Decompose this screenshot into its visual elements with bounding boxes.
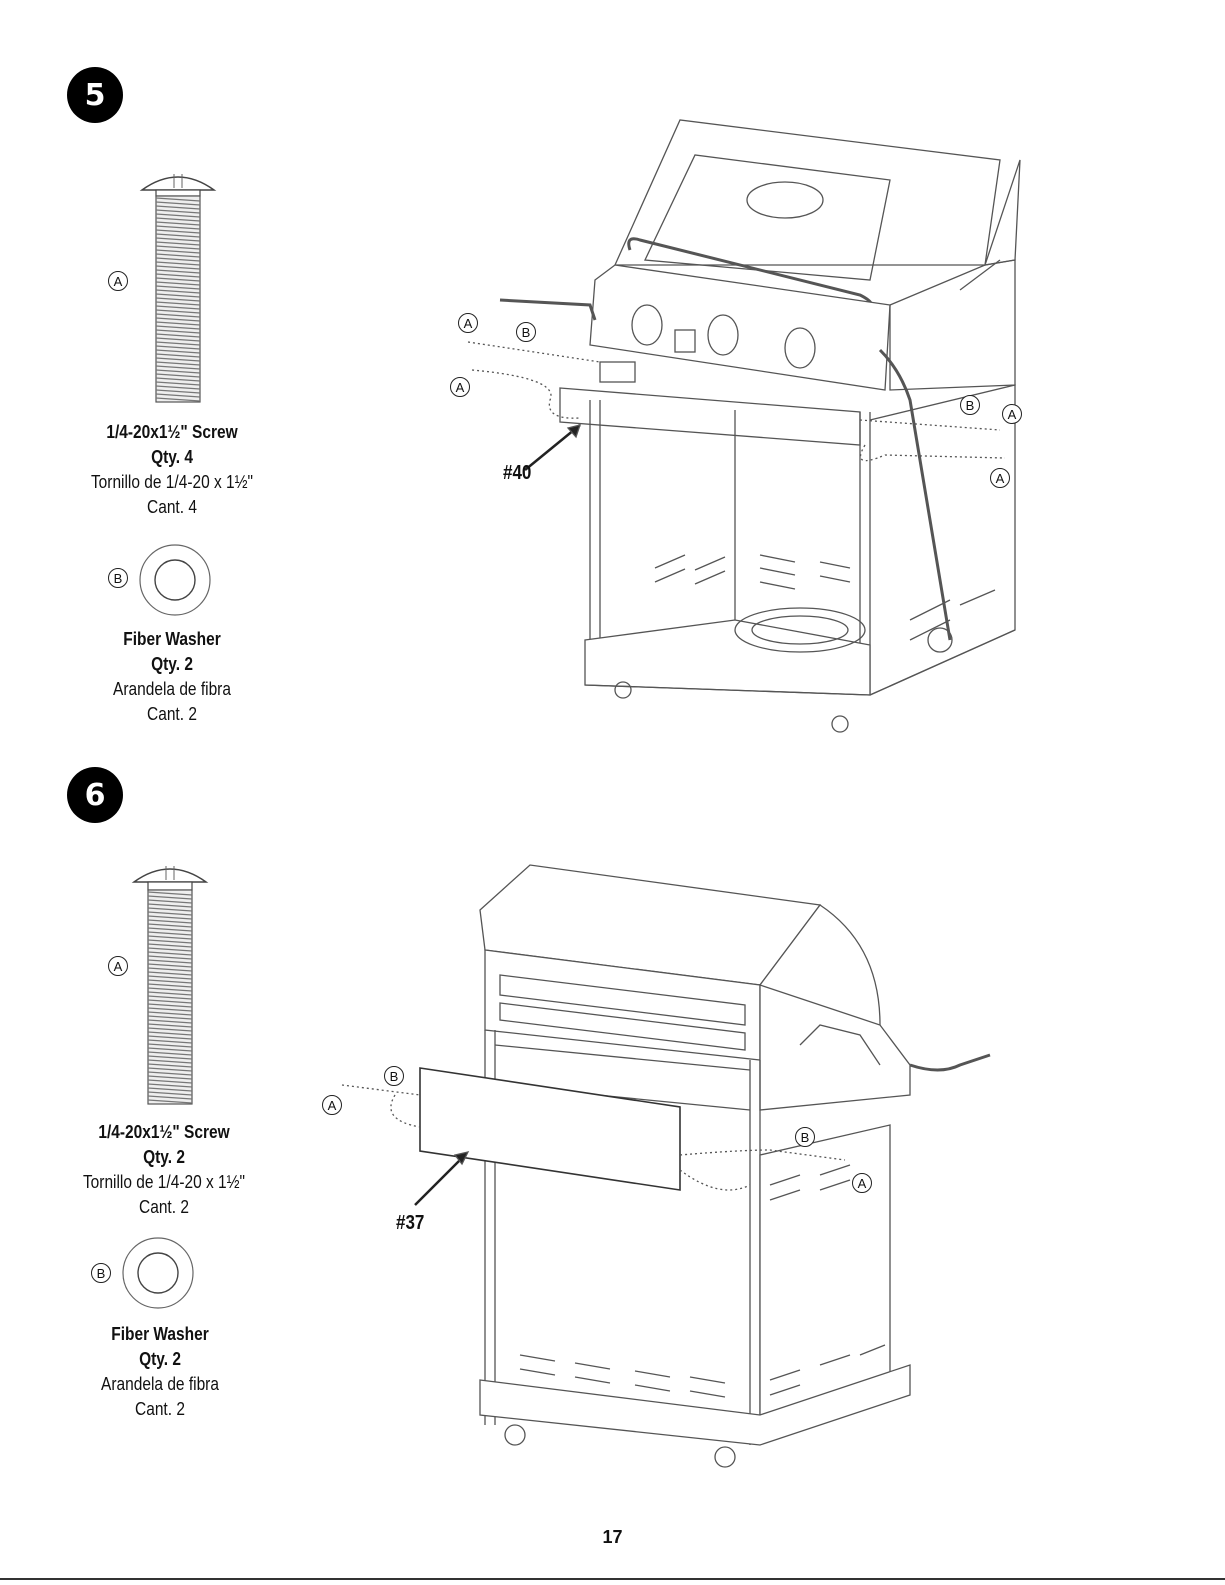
screw-caption-step6: 1/4-20x1½" Screw Qty. 2 Tornillo de 1/4-… [52, 1120, 276, 1220]
diagram6-label-b-left: B [384, 1066, 404, 1086]
washer-b-illustration-step6 [121, 1236, 195, 1310]
washer-caption-step5: Fiber Washer Qty. 2 Arandela de fibra Ca… [60, 627, 284, 727]
screw-qty-en: Qty. 2 [52, 1145, 276, 1170]
screw-qty-es: Cant. 2 [52, 1195, 276, 1220]
screw-name-es: Tornillo de 1/4-20 x 1½" [52, 1170, 276, 1195]
screw-qty-es: Cant. 4 [60, 495, 284, 520]
footer-rule [0, 1578, 1225, 1580]
part-a-letter-step5: A [108, 271, 128, 291]
diagram5-label-a-right-bottom: A [990, 468, 1010, 488]
washer-b-illustration-step5 [138, 543, 212, 617]
step-6-number: 6 [85, 778, 106, 813]
grill-diagram-step5 [440, 100, 1040, 750]
part-b-letter-step6: B [91, 1263, 111, 1283]
screw-caption-step5: 1/4-20x1½" Screw Qty. 4 Tornillo de 1/4-… [60, 420, 284, 520]
washer-name-en: Fiber Washer [48, 1322, 272, 1347]
diagram6-label-a-right: A [852, 1173, 872, 1193]
washer-name-en: Fiber Washer [60, 627, 284, 652]
diagram5-label-b-right: B [960, 395, 980, 415]
washer-qty-en: Qty. 2 [60, 652, 284, 677]
washer-qty-en: Qty. 2 [48, 1347, 272, 1372]
washer-caption-step6: Fiber Washer Qty. 2 Arandela de fibra Ca… [48, 1322, 272, 1422]
diagram6-label-b-right: B [795, 1127, 815, 1147]
part-b-letter-step5: B [108, 568, 128, 588]
part-callout-40: #40 [503, 462, 531, 485]
washer-name-es: Arandela de fibra [48, 1372, 272, 1397]
screw-name-en: 1/4-20x1½" Screw [60, 420, 284, 445]
washer-name-es: Arandela de fibra [60, 677, 284, 702]
screw-a-illustration-step5 [138, 168, 218, 408]
washer-qty-es: Cant. 2 [48, 1397, 272, 1422]
part-callout-37: #37 [396, 1212, 424, 1235]
page-number: 17 [0, 1527, 1225, 1548]
part-a-letter-step6: A [108, 956, 128, 976]
grill-diagram-step6 [320, 855, 1020, 1475]
diagram5-label-b-left: B [516, 322, 536, 342]
screw-name-en: 1/4-20x1½" Screw [52, 1120, 276, 1145]
diagram5-label-a-left-bottom: A [450, 377, 470, 397]
washer-qty-es: Cant. 2 [60, 702, 284, 727]
diagram5-label-a-right-top: A [1002, 404, 1022, 424]
step-6-badge: 6 [67, 767, 123, 823]
diagram5-label-a-left-top: A [458, 313, 478, 333]
diagram6-label-a-left: A [322, 1095, 342, 1115]
screw-a-illustration-step6 [130, 860, 210, 1110]
screw-name-es: Tornillo de 1/4-20 x 1½" [60, 470, 284, 495]
screw-qty-en: Qty. 4 [60, 445, 284, 470]
step-5-badge: 5 [67, 67, 123, 123]
step-5-number: 5 [85, 78, 106, 113]
